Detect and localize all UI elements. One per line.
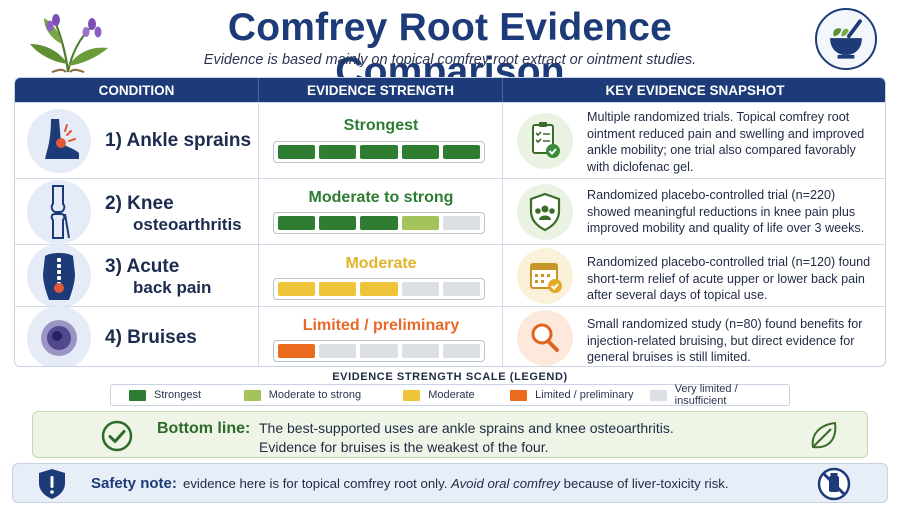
condition-label: 1) Ankle sprains	[105, 130, 252, 151]
legend: Strongest Moderate to strong Moderate Li…	[110, 383, 790, 407]
legend-swatch	[243, 389, 261, 401]
evidence-bar-segment	[401, 344, 439, 358]
table-row: 4) Bruises Limited / preliminary Small r…	[15, 306, 885, 366]
leaf-icon	[811, 421, 837, 449]
page-subtitle: Evidence is based mainly on topical comf…	[203, 52, 697, 68]
legend-swatch	[403, 389, 421, 401]
evidence-bar-segment	[401, 145, 439, 159]
evidence-bar-segment	[360, 145, 398, 159]
evidence-bar-segment	[278, 216, 316, 230]
evidence-bar-segment	[442, 344, 481, 358]
evidence-bar-segment	[278, 282, 316, 296]
legend-item: Very limited / insufficient	[650, 383, 789, 407]
safety-note-box: Safety note: evidence here is for topica…	[12, 463, 888, 503]
evidence-bar-segment	[360, 282, 398, 296]
legend-item: Strongest	[129, 389, 244, 401]
evidence-snapshot: Randomized placebo-controlled trial (n=2…	[587, 188, 865, 236]
evidence-bar-segment	[278, 145, 316, 159]
evidence-bar-segment	[442, 216, 481, 230]
condition-label: 3) Acute back pain	[105, 256, 212, 297]
evidence-bar-segment	[278, 344, 316, 358]
header: Comfrey Root Evidence Comparison Evidenc…	[0, 0, 900, 93]
mortar-pestle-icon	[815, 8, 877, 70]
table-row: 1) Ankle sprains Strongest Multiple rand…	[15, 102, 885, 178]
evidence-snapshot: Randomized placebo-controlled trial (n=1…	[587, 255, 871, 303]
evidence-bar-segment	[319, 145, 357, 159]
evidence-bar-segment	[401, 282, 439, 296]
evidence-bar	[273, 141, 485, 163]
check-circle-icon	[101, 420, 133, 452]
legend-swatch	[510, 389, 528, 401]
evidence-label: Moderate to strong	[308, 189, 454, 206]
ankle-icon	[27, 109, 91, 173]
magnifier-icon	[517, 310, 573, 366]
bottom-line-label: Bottom line:	[157, 420, 251, 437]
evidence-table: CONDITION EVIDENCE STRENGTH KEY EVIDENCE…	[14, 77, 886, 367]
condition-label: 4) Bruises	[105, 327, 197, 348]
condition-label: 2) Knee osteoarthritis	[105, 193, 242, 234]
column-header-key-evidence: KEY EVIDENCE SNAPSHOT	[605, 82, 785, 98]
evidence-bar-segment	[319, 216, 357, 230]
back-spine-icon	[27, 244, 91, 308]
evidence-bar-segment	[401, 216, 439, 230]
table-header: CONDITION EVIDENCE STRENGTH KEY EVIDENCE…	[15, 78, 885, 102]
table-row: 3) Acute back pain Moderate Randomized p…	[15, 244, 885, 308]
evidence-bar-segment	[442, 145, 481, 159]
bruise-icon	[27, 306, 91, 366]
legend-swatch	[129, 389, 146, 401]
warning-shield-icon	[39, 469, 65, 499]
column-header-evidence-strength: EVIDENCE STRENGTH	[259, 78, 503, 102]
evidence-label: Moderate	[345, 255, 417, 272]
legend-item: Limited / preliminary	[510, 389, 650, 401]
evidence-bar-segment	[319, 344, 357, 358]
evidence-bar-segment	[360, 344, 398, 358]
knee-joint-icon	[27, 180, 91, 244]
bottom-line-box: Bottom line: The best-supported uses are…	[32, 411, 868, 458]
safety-note-label: Safety note:	[91, 475, 177, 492]
shield-people-icon	[517, 184, 573, 240]
evidence-bar	[273, 340, 485, 362]
evidence-snapshot: Multiple randomized trials. Topical comf…	[587, 110, 865, 174]
legend-swatch	[650, 389, 667, 401]
evidence-bar	[273, 278, 485, 300]
column-header-condition: CONDITION	[15, 78, 259, 102]
evidence-snapshot: Small randomized study (n=80) found bene…	[587, 317, 863, 365]
legend-item: Moderate to strong	[243, 389, 403, 401]
evidence-label: Limited / preliminary	[302, 317, 460, 334]
evidence-label: Strongest	[343, 117, 419, 134]
evidence-bar-segment	[319, 282, 357, 296]
evidence-bar-segment	[360, 216, 398, 230]
safety-note-text: evidence here is for topical comfrey roo…	[183, 476, 729, 491]
evidence-bar-segment	[442, 282, 481, 296]
evidence-bar	[273, 212, 485, 234]
no-oral-use-icon	[817, 467, 851, 501]
comfrey-plant-icon	[30, 14, 108, 73]
checklist-icon	[517, 113, 573, 169]
legend-item: Moderate	[403, 389, 510, 401]
calendar-check-icon	[517, 248, 573, 304]
table-row: 2) Knee osteoarthritis Moderate to stron…	[15, 178, 885, 244]
legend-title: EVIDENCE STRENGTH SCALE (LEGEND)	[332, 371, 568, 383]
bottom-line-text: The best-supported uses are ankle sprain…	[259, 420, 674, 455]
